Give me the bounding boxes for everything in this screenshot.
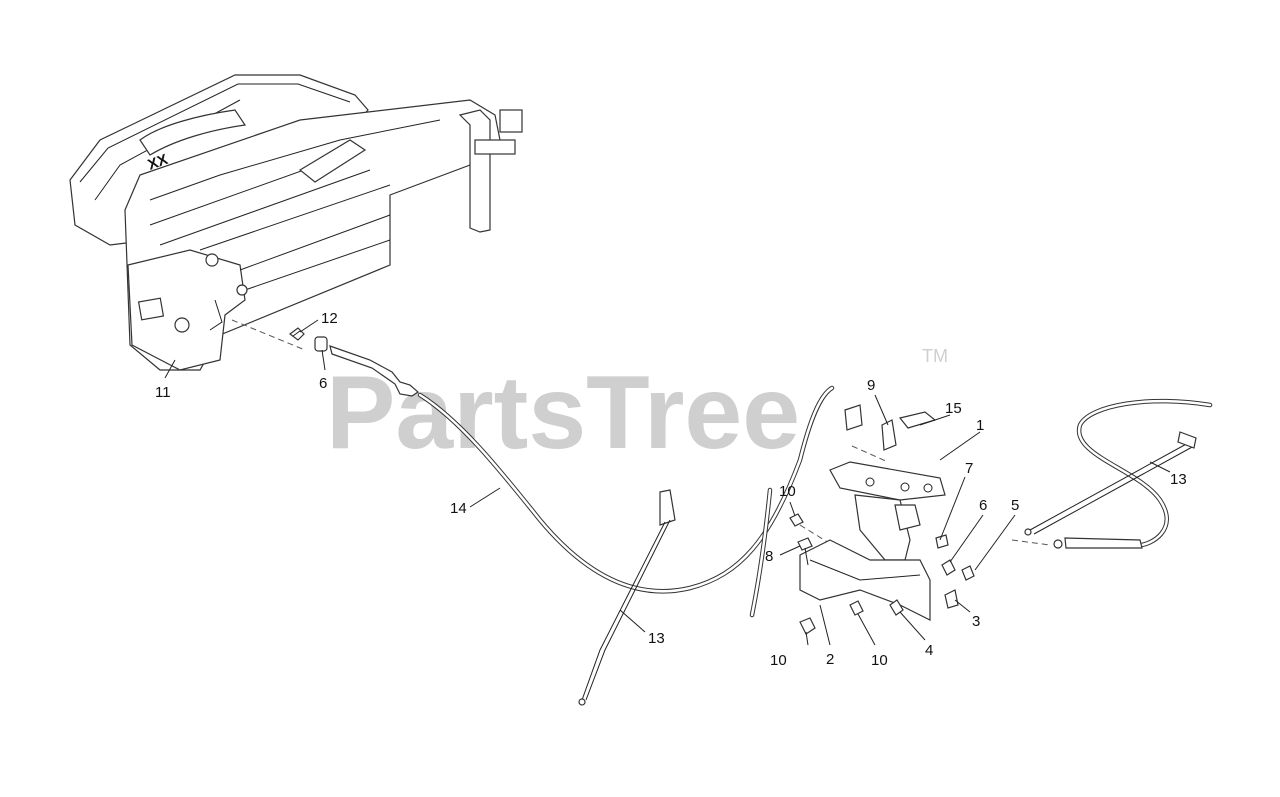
leader-2	[819, 604, 831, 646]
leader-14	[469, 487, 501, 508]
leader-13b	[1149, 461, 1171, 473]
callout-1[interactable]: 1	[976, 417, 984, 434]
callout-7[interactable]: 7	[965, 460, 973, 477]
callout-13a[interactable]: 13	[648, 630, 665, 647]
leader-11	[164, 359, 176, 379]
nut-10a	[789, 513, 804, 527]
watermark-trademark: TM	[922, 346, 948, 366]
pedal-assembly	[799, 404, 975, 621]
callout-5[interactable]: 5	[1011, 497, 1019, 514]
leader-10c	[857, 613, 876, 646]
leader-10a	[789, 501, 796, 517]
callout-6b[interactable]: 6	[979, 497, 987, 514]
leader-3	[954, 599, 971, 613]
dashed-leader	[851, 445, 889, 463]
callout-2[interactable]: 2	[826, 651, 834, 668]
callout-11[interactable]: 11	[155, 384, 171, 401]
leader-10b	[805, 631, 809, 646]
callout-6a[interactable]: 6	[319, 375, 327, 392]
leader-6b	[949, 514, 984, 563]
dashed-leader	[1011, 539, 1051, 546]
callout-9[interactable]: 9	[867, 377, 875, 394]
leader-1	[939, 431, 981, 461]
callout-4[interactable]: 4	[925, 642, 933, 659]
callout-10a[interactable]: 10	[779, 483, 796, 500]
leader-13a	[619, 609, 646, 633]
bushing-6a	[314, 336, 328, 352]
leader-4	[899, 611, 926, 641]
leader-9	[874, 394, 889, 426]
engine-badge: XX	[146, 151, 171, 174]
callout-14[interactable]: 14	[450, 500, 467, 517]
cable-13-right	[1024, 398, 1213, 549]
rod-13a	[578, 489, 676, 706]
callout-3[interactable]: 3	[972, 613, 980, 630]
nut-10b	[799, 617, 816, 635]
leader-8	[779, 545, 801, 556]
callout-8[interactable]: 8	[765, 548, 773, 565]
bolt-8	[797, 537, 813, 566]
leader-7	[939, 476, 966, 541]
clip-12	[289, 327, 305, 341]
callout-12[interactable]: 12	[321, 310, 338, 327]
callout-15[interactable]: 15	[945, 400, 962, 417]
leader-15	[919, 414, 951, 426]
callout-10c[interactable]: 10	[871, 652, 888, 669]
leader-6a	[321, 349, 326, 371]
leader-5	[974, 514, 1016, 571]
engine-assembly: XX	[69, 74, 523, 371]
cable-14	[329, 345, 835, 618]
callout-10b[interactable]: 10	[770, 652, 787, 669]
watermark: PartsTree	[326, 355, 800, 471]
dashed-leader	[231, 319, 306, 351]
leader-12	[299, 319, 319, 333]
callout-13b[interactable]: 13	[1170, 471, 1187, 488]
nut-10c	[849, 600, 864, 616]
